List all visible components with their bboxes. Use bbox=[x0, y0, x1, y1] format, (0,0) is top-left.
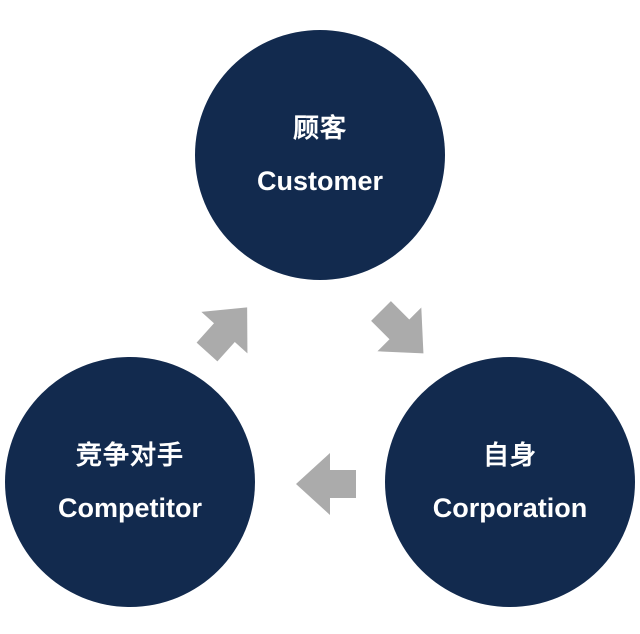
customer-node: 顾客 Customer bbox=[195, 30, 445, 280]
competitor-node: 竞争对手 Competitor bbox=[5, 357, 255, 607]
arrow-corporation-to-competitor-icon bbox=[296, 453, 356, 515]
customer-label-cn: 顾客 bbox=[292, 114, 347, 144]
corporation-label-cn: 自身 bbox=[482, 441, 537, 471]
corporation-node: 自身 Corporation bbox=[385, 357, 635, 607]
customer-label-en: Customer bbox=[256, 166, 384, 196]
corporation-label-en: Corporation bbox=[432, 493, 588, 523]
competitor-label-en: Competitor bbox=[58, 493, 202, 523]
arrow-customer-to-corporation-icon bbox=[371, 301, 424, 354]
competitor-label-cn: 竞争对手 bbox=[75, 441, 184, 471]
arrow-competitor-to-customer-icon bbox=[196, 307, 248, 362]
